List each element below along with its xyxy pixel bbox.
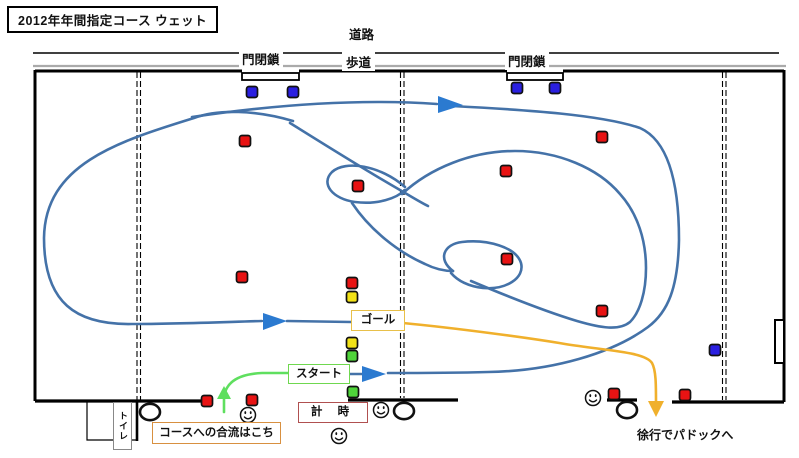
red-cone (245, 393, 259, 407)
gate-bar-left (241, 72, 300, 81)
merge-here-label: コースへの合流はこち (152, 422, 281, 444)
red-cone (238, 134, 252, 148)
course-right-outer-loop (386, 104, 681, 375)
course-small-loop-tail (350, 201, 455, 273)
course-mid-loop (442, 240, 523, 290)
course-line (42, 96, 681, 382)
dashed-divider-center (399, 72, 405, 398)
blue-cone (548, 81, 562, 95)
gate-closed-label-left: 門閉鎖 (239, 49, 283, 68)
marshal-smiley (584, 389, 602, 407)
merge-entry-path (217, 371, 290, 414)
red-cone (345, 276, 359, 290)
direction-arrow-goal (263, 313, 287, 330)
course-small-loop-left (326, 164, 407, 204)
marshal-smiley (372, 401, 390, 419)
red-cone (595, 130, 609, 144)
position-circle (392, 401, 416, 421)
course-diagonal-slalom (288, 121, 430, 208)
red-cone (500, 252, 514, 266)
blue-cone (708, 343, 722, 357)
blue-cone (510, 81, 524, 95)
goal-label: ゴール (351, 310, 405, 331)
dashed-divider-right (721, 72, 727, 400)
red-cone (200, 394, 214, 408)
course-inner-right-sweep (400, 149, 648, 329)
gate-bar-right (506, 72, 564, 81)
red-cone (235, 270, 249, 284)
merge-entry-curve (222, 371, 290, 399)
marshal-smiley (330, 427, 348, 445)
yellow-cone (345, 290, 359, 304)
course-markers (138, 81, 722, 445)
paddock-gate (774, 319, 785, 364)
position-circle (138, 402, 162, 422)
position-circle (615, 400, 639, 420)
gate-closed-label-right: 門閉鎖 (505, 51, 549, 70)
paddock-exit-arrow-down (648, 401, 664, 417)
start-arrow (362, 366, 386, 382)
road-label: 道路 (349, 28, 375, 42)
marshal-smiley (239, 406, 257, 424)
site-structure (33, 52, 786, 441)
timing-label: 計 時 (298, 402, 368, 423)
yellow-cone (345, 336, 359, 350)
red-cone (499, 164, 513, 178)
to-paddock-label: 徐行でパドックへ (637, 428, 734, 442)
course-bottom-boundary (35, 398, 784, 404)
toilet-label: トイレ (113, 402, 132, 450)
merge-entry-arrow-up (217, 386, 231, 399)
red-cone (678, 388, 692, 402)
red-cone (607, 387, 621, 401)
start-label: スタート (288, 364, 350, 384)
paddock-exit-path (401, 321, 664, 417)
blue-cone (245, 85, 259, 99)
green-cone (346, 385, 360, 399)
red-cone (595, 304, 609, 318)
course-title: 2012年年間指定コース ウェット (7, 6, 219, 33)
green-cone (345, 349, 359, 363)
blue-cone (286, 85, 300, 99)
course-left-oval (42, 110, 295, 326)
paddock-exit-curve (401, 321, 658, 404)
dashed-divider-left (136, 72, 142, 400)
course-goal-approach (285, 319, 353, 324)
direction-arrow-top (438, 96, 463, 113)
sidewalk-label: 歩道 (342, 52, 376, 71)
red-cone (351, 179, 365, 193)
